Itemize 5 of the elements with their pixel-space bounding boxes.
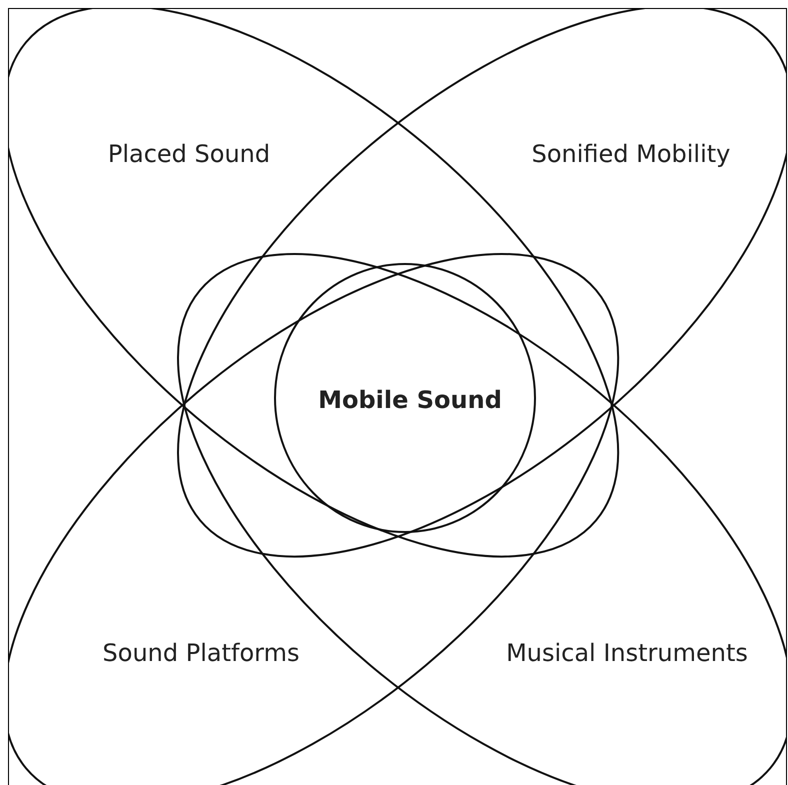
set-label: Mobile Sound: [318, 386, 502, 414]
set-label: Sonified Mobility: [532, 140, 730, 168]
set-label: Sound Platforms: [102, 638, 300, 667]
set-label: Placed Sound: [108, 140, 270, 168]
set-label: Musical Instruments: [506, 638, 748, 667]
